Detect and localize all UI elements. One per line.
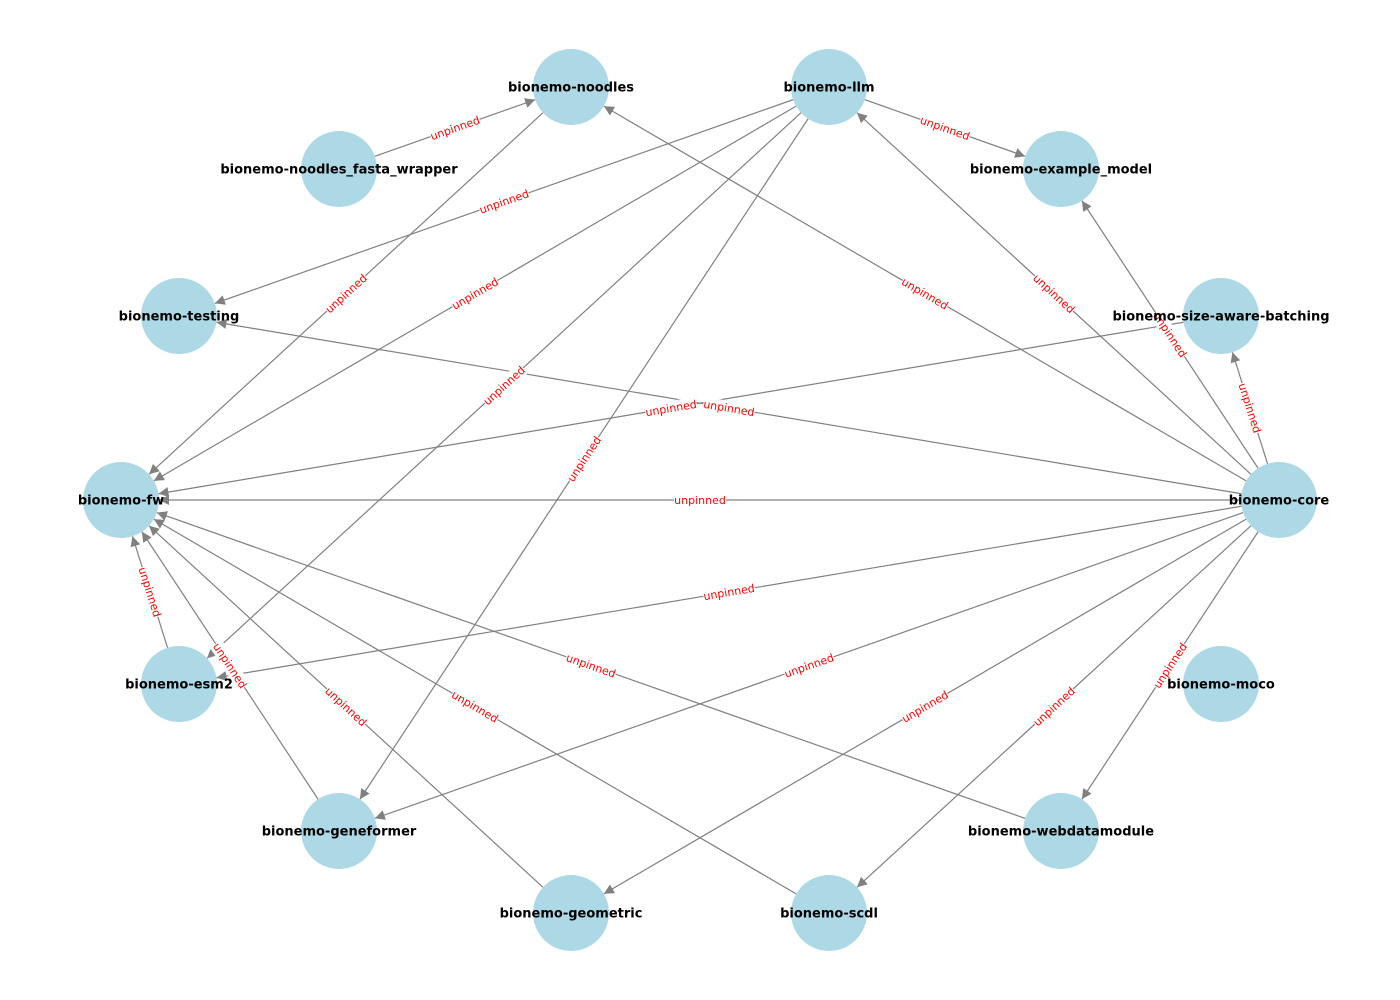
edge-label-group: unpinned (1030, 683, 1078, 730)
node-label-core: bionemo-core (1229, 494, 1330, 509)
node-geometric (533, 875, 609, 951)
edge-label-group: unpinned (899, 687, 951, 726)
edge-label-background (322, 270, 370, 317)
edge-label: unpinned (899, 275, 950, 312)
node-llm (791, 49, 867, 125)
node-label-fw: bionemo-fw (78, 494, 164, 509)
edge-label-group: unpinned (477, 186, 531, 217)
edge-label-background (135, 565, 165, 619)
edge-label-group: unpinned (918, 112, 972, 144)
node-label-testing: bionemo-testing (119, 310, 240, 325)
edge-label-background (477, 186, 531, 217)
edge-label-background (449, 274, 501, 313)
edge-label: unpinned (323, 272, 370, 317)
edge-label-background (899, 274, 951, 313)
node-label-moco: bionemo-moco (1167, 678, 1275, 693)
edge-label-background (1030, 270, 1078, 317)
edge-label: unpinned (783, 651, 836, 680)
edge-label-background (899, 687, 951, 726)
edge-label-group: unpinned (480, 362, 528, 409)
edge-label-background (428, 112, 482, 144)
edge-label-group: unpinned (563, 433, 605, 485)
edge-label-group: unpinned (702, 396, 756, 420)
edge-label-background (563, 433, 605, 485)
edge-label: unpinned (1031, 685, 1078, 730)
edge-label-group: unpinned (564, 650, 618, 681)
edge-label-background (1149, 308, 1191, 361)
edge-label-background (322, 683, 370, 730)
edge-label: unpinned (322, 685, 369, 730)
edge-label-group: unpinned (1235, 381, 1265, 435)
edge-label-group: unpinned (644, 396, 698, 420)
node-label-size-aware: bionemo-size-aware-batching (1112, 310, 1329, 325)
node-labels-layer: bionemo-noodles bionemo-llm bionemo-noodle… (78, 81, 1330, 922)
edge-label-group: unpinned (702, 580, 756, 604)
edge-label: unpinned (478, 187, 531, 216)
edge-label-group: unpinned (322, 683, 370, 730)
edge-label-group: unpinned (449, 274, 501, 313)
node-label-geometric: bionemo-geometric (500, 907, 643, 922)
edge-label-background (449, 687, 501, 726)
node-scdl (791, 875, 867, 951)
edge-label-background (644, 396, 698, 420)
edge-label-background (1235, 381, 1265, 435)
node-label-noodles-fasta: bionemo-noodles_fasta_wrapper (220, 163, 458, 178)
node-example-model (1023, 131, 1099, 207)
edge-label: unpinned (645, 398, 698, 419)
node-label-geneformer: bionemo-geneformer (262, 825, 417, 840)
edge-label-background (1030, 683, 1078, 730)
node-label-noodles: bionemo-noodles (508, 81, 634, 96)
node-webdatamodule (1023, 793, 1099, 869)
edge-label-group: unpinned (899, 274, 951, 313)
edge-label-background (1149, 639, 1191, 692)
edge-label-group: unpinned (674, 493, 726, 507)
edge-label-group: unpinned (135, 565, 165, 619)
node-label-esm2: bionemo-esm2 (125, 678, 233, 693)
node-geneformer (301, 793, 377, 869)
node-core (1241, 462, 1317, 538)
node-size-aware (1183, 278, 1259, 354)
node-label-webdatamodule: bionemo-webdatamodule (968, 825, 1154, 840)
node-moco (1183, 646, 1259, 722)
edge-label: unpinned (900, 688, 951, 725)
edge-label-background (782, 650, 836, 681)
edge-label: unpinned (674, 494, 726, 507)
edge-label-background (209, 639, 251, 692)
edge-label-background (702, 396, 756, 420)
edge-label: unpinned (702, 398, 755, 419)
node-noodles-fasta (301, 131, 377, 207)
edge-label: unpinned (450, 275, 501, 312)
node-esm2 (141, 646, 217, 722)
edge-label: unpinned (449, 688, 500, 725)
edge-label-background (702, 580, 756, 604)
node-label-llm: bionemo-llm (783, 81, 874, 96)
edge-label: unpinned (565, 434, 604, 484)
edge-label: unpinned (918, 114, 971, 143)
edge-label-background (918, 112, 972, 144)
edge-label-background (564, 650, 618, 681)
edge-label-group: unpinned (428, 112, 482, 144)
node-label-scdl: bionemo-scdl (780, 907, 878, 922)
edge-label-background (480, 362, 528, 409)
edge-label-group: unpinned (322, 270, 370, 317)
edge-label: unpinned (1236, 382, 1264, 435)
edge-label: unpinned (1030, 272, 1077, 317)
edge-label: unpinned (429, 114, 482, 143)
node-fw (83, 462, 159, 538)
node-noodles (533, 49, 609, 125)
node-label-example-model: bionemo-example_model (970, 163, 1152, 178)
edge-label-background (674, 493, 726, 507)
edge-label: unpinned (136, 566, 164, 619)
edge-label-group: unpinned (782, 650, 836, 681)
edge-label: unpinned (564, 651, 617, 680)
edge-label-group: unpinned (449, 687, 501, 726)
node-testing (141, 278, 217, 354)
edge-label-group: unpinned (1030, 270, 1078, 317)
edge-label: unpinned (703, 582, 756, 603)
nodes-layer (83, 49, 1317, 951)
